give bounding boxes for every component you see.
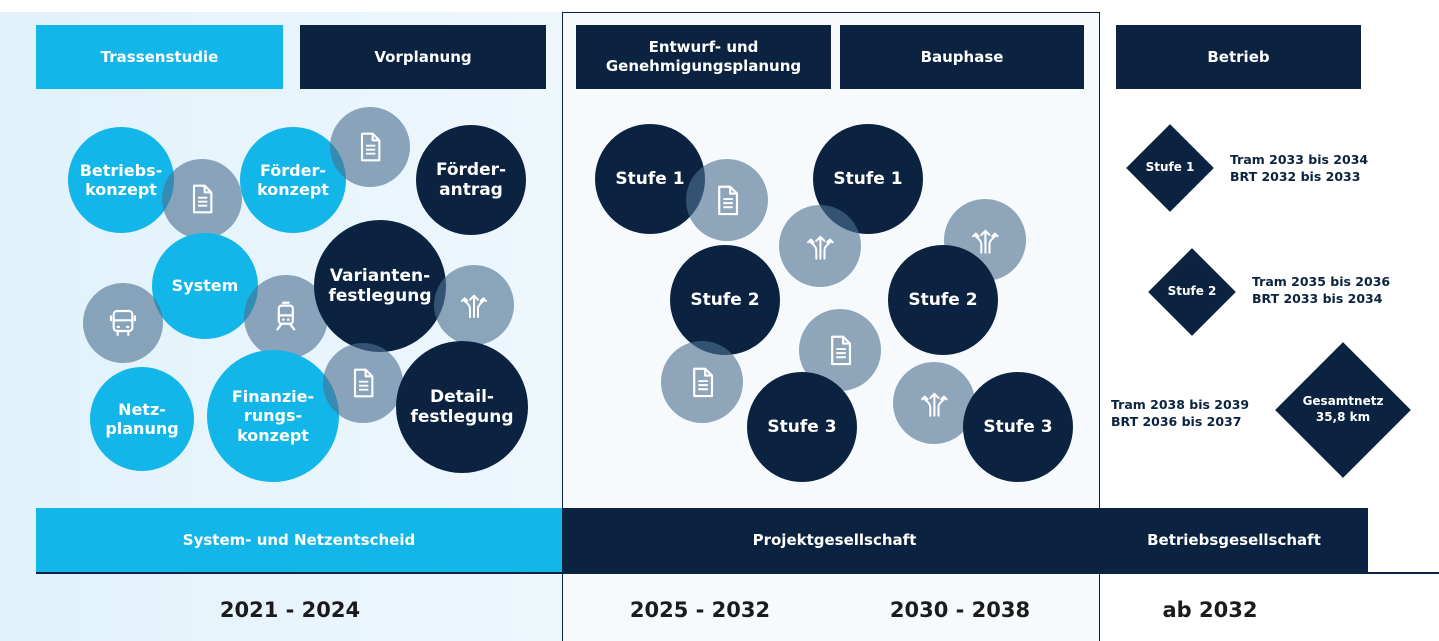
bus-icon xyxy=(83,283,163,363)
arrows-icon xyxy=(434,265,514,345)
circle-system: System xyxy=(152,233,258,339)
circle-label: Stufe 1 xyxy=(833,168,903,189)
circle-label: festlegung xyxy=(328,286,432,306)
document-icon xyxy=(323,343,403,423)
circle-stufe1-entwurf: Stufe 1 xyxy=(595,124,705,234)
circle-stufe2-entwurf: Stufe 2 xyxy=(670,245,780,355)
stufe1-schedule: Tram 2033 bis 2034 BRT 2032 bis 2033 xyxy=(1230,152,1420,186)
circle-label: rungs- xyxy=(243,406,303,426)
timeline-axis xyxy=(36,572,1439,574)
circle-label: Förder- xyxy=(259,160,326,180)
circle-label: Betriebs- xyxy=(79,160,163,180)
year-phase1: 2021 - 2024 xyxy=(219,598,361,622)
bar-label: Projektgesellschaft xyxy=(752,530,917,549)
tab-label-line1: Entwurf- und xyxy=(648,38,759,57)
bar-system-netzentscheid: System- und Netzentscheid xyxy=(36,508,562,572)
tab-betrieb: Betrieb xyxy=(1116,25,1361,89)
year-phase3: 2030 - 2038 xyxy=(889,598,1031,622)
document-icon xyxy=(330,107,410,187)
circle-label: Varianten- xyxy=(329,265,431,286)
tab-entwurf-genehmigungsplanung: Entwurf- und Genehmigungsplanung xyxy=(576,25,831,89)
circle-betriebskonzept: Betriebs-konzept xyxy=(68,127,174,233)
circle-label: Stufe 2 xyxy=(908,289,978,310)
tab-label-line2: Genehmigungsplanung xyxy=(605,57,802,75)
circle-stufe3-entwurf: Stufe 3 xyxy=(747,372,857,482)
circle-finanzierungskonzept: Finanzie-rungs-konzept xyxy=(207,350,339,482)
schedule-brt: BRT 2032 bis 2033 xyxy=(1230,168,1361,184)
bar-betriebsgesellschaft: Betriebsgesellschaft xyxy=(1100,508,1368,572)
document-icon xyxy=(162,159,242,239)
document-icon xyxy=(661,341,743,423)
circle-label: Stufe 3 xyxy=(983,416,1053,437)
year-phase4: ab 2032 xyxy=(1162,598,1258,622)
bar-label: Betriebsgesellschaft xyxy=(1147,530,1321,549)
tab-label: Bauphase xyxy=(920,47,1004,66)
diamond-gesamtnetz-label: Gesamtnetz 35,8 km xyxy=(1293,392,1393,428)
circle-label: Stufe 3 xyxy=(767,416,837,437)
schedule-tram: Tram 2035 bis 2036 xyxy=(1252,274,1391,289)
tab-bauphase: Bauphase xyxy=(840,25,1084,89)
circle-label: Netz- xyxy=(118,399,166,419)
arrows-icon xyxy=(779,205,861,287)
tab-label: Betrieb xyxy=(1207,47,1270,66)
circle-label: konzept xyxy=(257,180,329,199)
schedule-tram: Tram 2038 bis 2039 xyxy=(1111,397,1250,412)
circle-foerderantrag: Förder-antrag xyxy=(416,125,526,235)
circle-label: Stufe 2 xyxy=(690,289,760,310)
circle-label: konzept xyxy=(237,425,309,445)
circle-label: Förder- xyxy=(435,159,507,180)
circle-detailfestlegung: Detail-festlegung xyxy=(396,341,528,473)
tab-label: Vorplanung xyxy=(374,47,472,66)
year-phase2: 2025 - 2032 xyxy=(629,598,771,622)
bar-label: System- und Netzentscheid xyxy=(182,530,416,549)
schedule-tram: Tram 2033 bis 2034 xyxy=(1230,152,1369,167)
document-icon xyxy=(686,159,768,241)
circle-label: planung xyxy=(105,419,179,438)
diamond-stufe1-label: Stufe 1 xyxy=(1145,160,1195,175)
arrows-icon xyxy=(893,362,975,444)
circle-label: Stufe 1 xyxy=(615,168,685,189)
circle-variantenfestlegung: Varianten-festlegung xyxy=(314,220,446,352)
tab-trassenstudie: Trassenstudie xyxy=(36,25,283,89)
circle-label: festlegung xyxy=(410,407,514,427)
gesamtnetz-schedule: Tram 2038 bis 2039 BRT 2036 bis 2037 xyxy=(1111,397,1281,431)
stufe2-schedule: Tram 2035 bis 2036 BRT 2033 bis 2034 xyxy=(1252,274,1432,308)
circle-stufe3-bau: Stufe 3 xyxy=(963,372,1073,482)
circle-label: System xyxy=(171,276,239,296)
circle-label: antrag xyxy=(439,180,503,200)
circle-stufe2-bau: Stufe 2 xyxy=(888,245,998,355)
diamond-stufe2-label: Stufe 2 xyxy=(1167,284,1217,299)
gesamtnetz-length: 35,8 km xyxy=(1315,410,1371,424)
schedule-brt: BRT 2033 bis 2034 xyxy=(1252,290,1383,306)
circle-netzplanung: Netz-planung xyxy=(90,367,194,471)
schedule-brt: BRT 2036 bis 2037 xyxy=(1111,413,1242,429)
circle-foerderkonzept: Förder-konzept xyxy=(240,127,346,233)
bar-projektgesellschaft: Projektgesellschaft xyxy=(562,508,1107,572)
tab-label: Trassenstudie xyxy=(100,47,219,66)
circle-label: konzept xyxy=(85,180,157,199)
circle-label: Finanzie- xyxy=(231,387,315,407)
circle-label: Detail- xyxy=(430,386,494,407)
tab-vorplanung: Vorplanung xyxy=(300,25,546,89)
gesamtnetz-title: Gesamtnetz xyxy=(1302,394,1384,409)
